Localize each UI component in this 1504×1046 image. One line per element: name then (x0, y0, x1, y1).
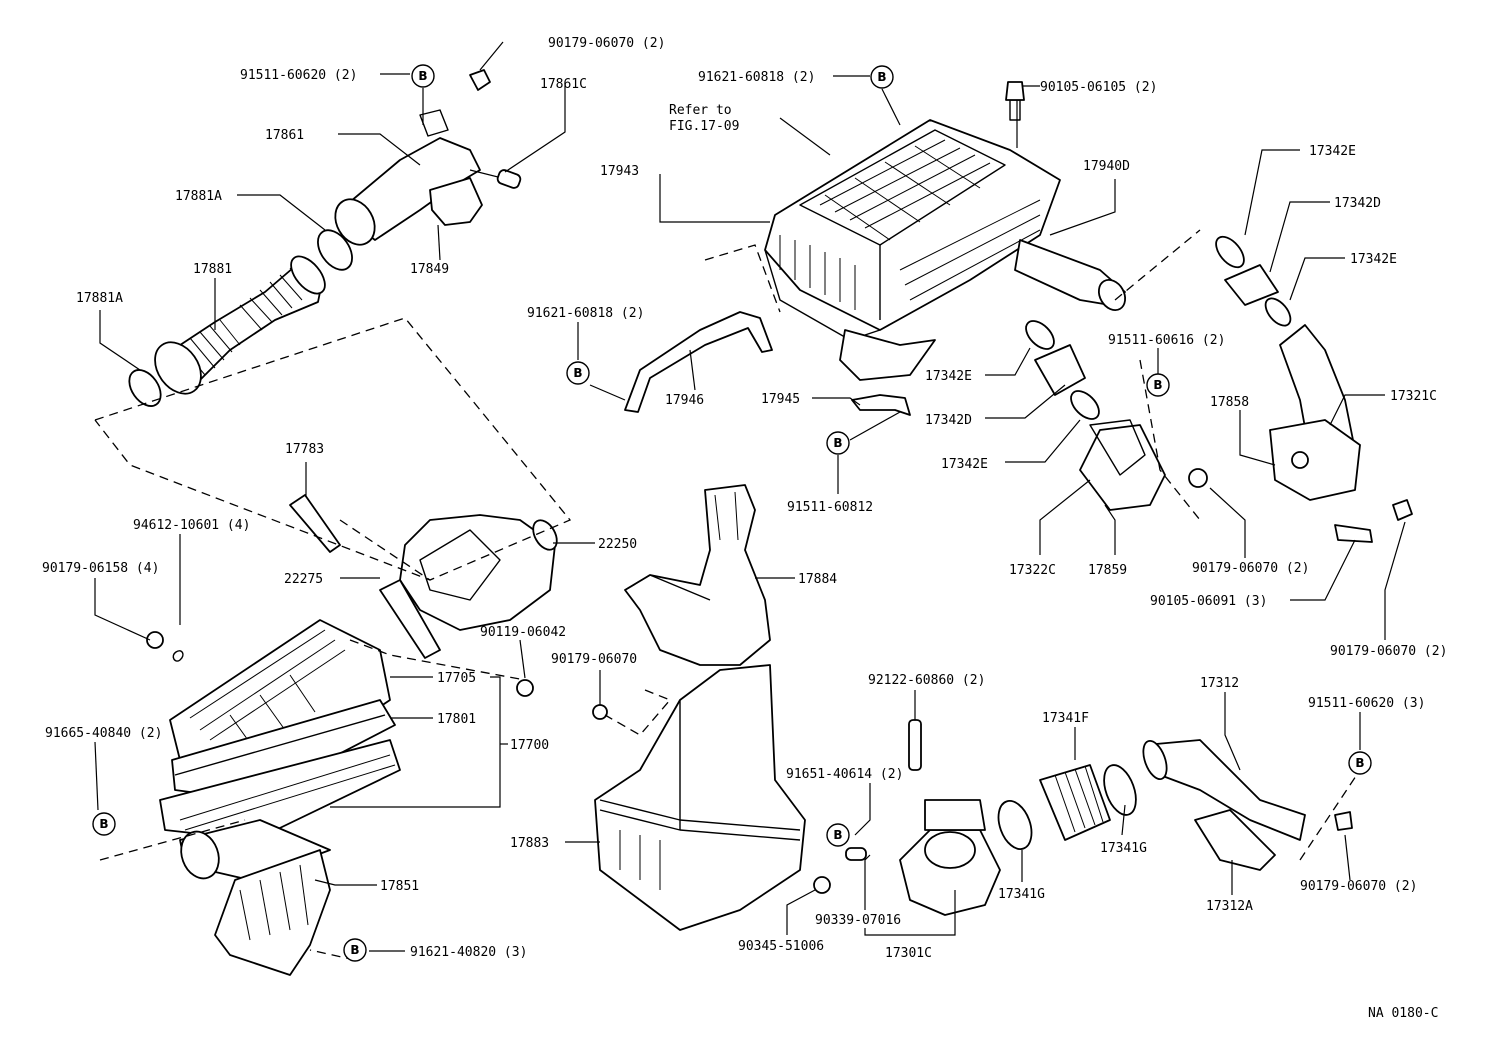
part-label: 94612-10601 (4) (133, 518, 250, 533)
part-label: 91665-40840 (2) (45, 726, 162, 741)
part-label: 90119-06042 (480, 625, 566, 640)
part-label: 91651-40614 (2) (786, 767, 903, 782)
part-label: 17884 (798, 572, 837, 587)
air-cleaner-group (146, 494, 558, 976)
part-label: 91511-60616 (2) (1108, 333, 1225, 348)
bolt-marker: B (1355, 756, 1364, 770)
reference-note-line2: FIG.17-09 (669, 119, 739, 134)
bolt-markers: B B B B B B B B B (92, 64, 1372, 962)
part-label: 22275 (284, 572, 323, 587)
part-label: 91511-60620 (3) (1308, 696, 1425, 711)
part-label: 17861C (540, 77, 587, 92)
part-label: 17342E (1309, 144, 1356, 159)
part-label: 17700 (510, 738, 549, 753)
part-label: 22250 (598, 537, 637, 552)
reference-note-line1: Refer to (669, 103, 732, 118)
part-label: 17801 (437, 712, 476, 727)
part-label: 90105-06105 (2) (1040, 80, 1157, 95)
part-label: 17705 (437, 671, 476, 686)
part-label: 91511-60812 (787, 500, 873, 515)
part-label: 17881A (76, 291, 123, 306)
bolt-marker: B (833, 828, 842, 842)
part-label: 90179-06158 (4) (42, 561, 159, 576)
part-labels: 90179-06070 (2) 91511-60620 (2) 17861C 1… (42, 36, 1447, 1021)
part-label: 90179-06070 (2) (1330, 644, 1447, 659)
bolt-marker: B (833, 436, 842, 450)
throttle-group (813, 719, 1353, 916)
bolt-marker: B (418, 69, 427, 83)
part-label: 17851 (380, 879, 419, 894)
part-label: 17322C (1009, 563, 1056, 578)
part-label: 90179-06070 (2) (548, 36, 665, 51)
part-label: 91621-60818 (2) (698, 70, 815, 85)
leader-lines (94, 41, 1406, 952)
part-label: 17301C (885, 946, 932, 961)
part-label: 90179-06070 (2) (1192, 561, 1309, 576)
part-label: 17883 (510, 836, 549, 851)
part-label: 17858 (1210, 395, 1249, 410)
hose-right-group (1025, 235, 1413, 543)
part-label: 91511-60620 (2) (240, 68, 357, 83)
bracket-group (624, 311, 911, 416)
bolt-marker: B (99, 817, 108, 831)
figure-code: NA 0180-C (1368, 1006, 1438, 1021)
part-label: 17341G (1100, 841, 1147, 856)
bolt-marker: B (1153, 378, 1162, 392)
intercooler-group (764, 81, 1127, 381)
part-label: 17945 (761, 392, 800, 407)
part-label: 90345-51006 (738, 939, 824, 954)
part-label: 90339-07016 (815, 913, 901, 928)
part-label: 17342E (941, 457, 988, 472)
part-label: 90179-06070 (551, 652, 637, 667)
part-label: 17861 (265, 128, 304, 143)
part-label: 17859 (1088, 563, 1127, 578)
part-label: 17881 (193, 262, 232, 277)
part-label: 91621-40820 (3) (410, 945, 527, 960)
part-label: 17783 (285, 442, 324, 457)
part-label: 17341F (1042, 711, 1089, 726)
part-label: 17312A (1206, 899, 1253, 914)
part-label: 91621-60818 (2) (527, 306, 644, 321)
resonator-group (592, 484, 806, 931)
part-label: 17946 (665, 393, 704, 408)
part-label: 17342D (1334, 196, 1381, 211)
part-label: 17321C (1390, 389, 1437, 404)
part-label: 17342E (1350, 252, 1397, 267)
part-label: 17943 (600, 164, 639, 179)
dashed-boundaries (94, 229, 1361, 961)
part-label: 90179-06070 (2) (1300, 879, 1417, 894)
part-label: 17342D (925, 413, 972, 428)
intake-hose-group (128, 69, 522, 407)
bolt-marker: B (350, 943, 359, 957)
bolt-marker: B (877, 70, 886, 84)
part-label: 17341G (998, 887, 1045, 902)
part-label: 17849 (410, 262, 449, 277)
part-label: 90105-06091 (3) (1150, 594, 1267, 609)
bolt-marker: B (573, 366, 582, 380)
part-label: 17342E (925, 369, 972, 384)
part-label: 92122-60860 (2) (868, 673, 985, 688)
part-label: 17881A (175, 189, 222, 204)
part-label: 17940D (1083, 159, 1130, 174)
part-label: 17312 (1200, 676, 1239, 691)
